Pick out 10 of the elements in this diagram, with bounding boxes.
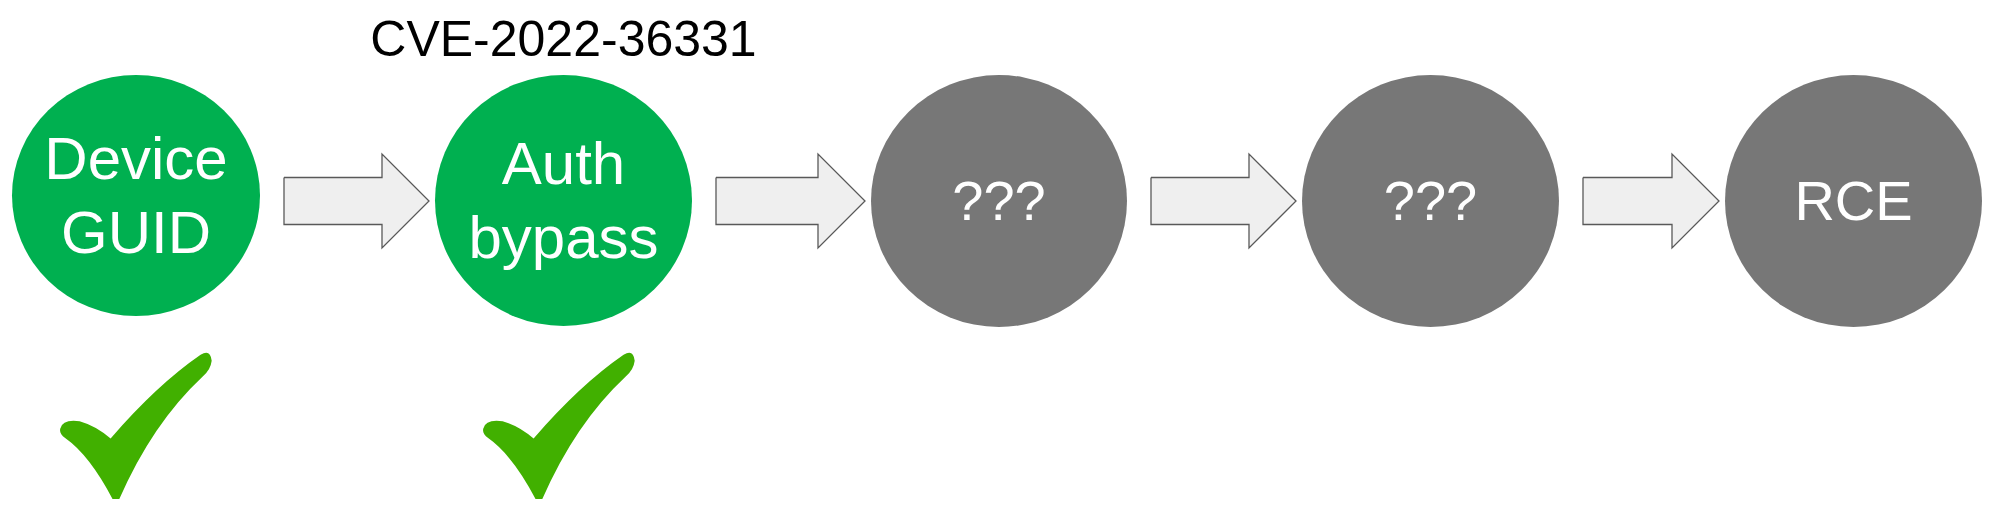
block-arrow (715, 152, 866, 250)
annotation-label: CVE-2022-36331 (370, 12, 757, 67)
step-label: RCE (1794, 167, 1913, 234)
step-label: Auth bypass (468, 128, 659, 273)
step-label: Device GUID (44, 123, 228, 268)
block-arrow (283, 152, 430, 250)
step-label: ??? (1383, 167, 1478, 234)
block-arrow (1150, 152, 1297, 250)
block-arrow (1582, 152, 1720, 250)
step-label: ??? (952, 167, 1046, 234)
